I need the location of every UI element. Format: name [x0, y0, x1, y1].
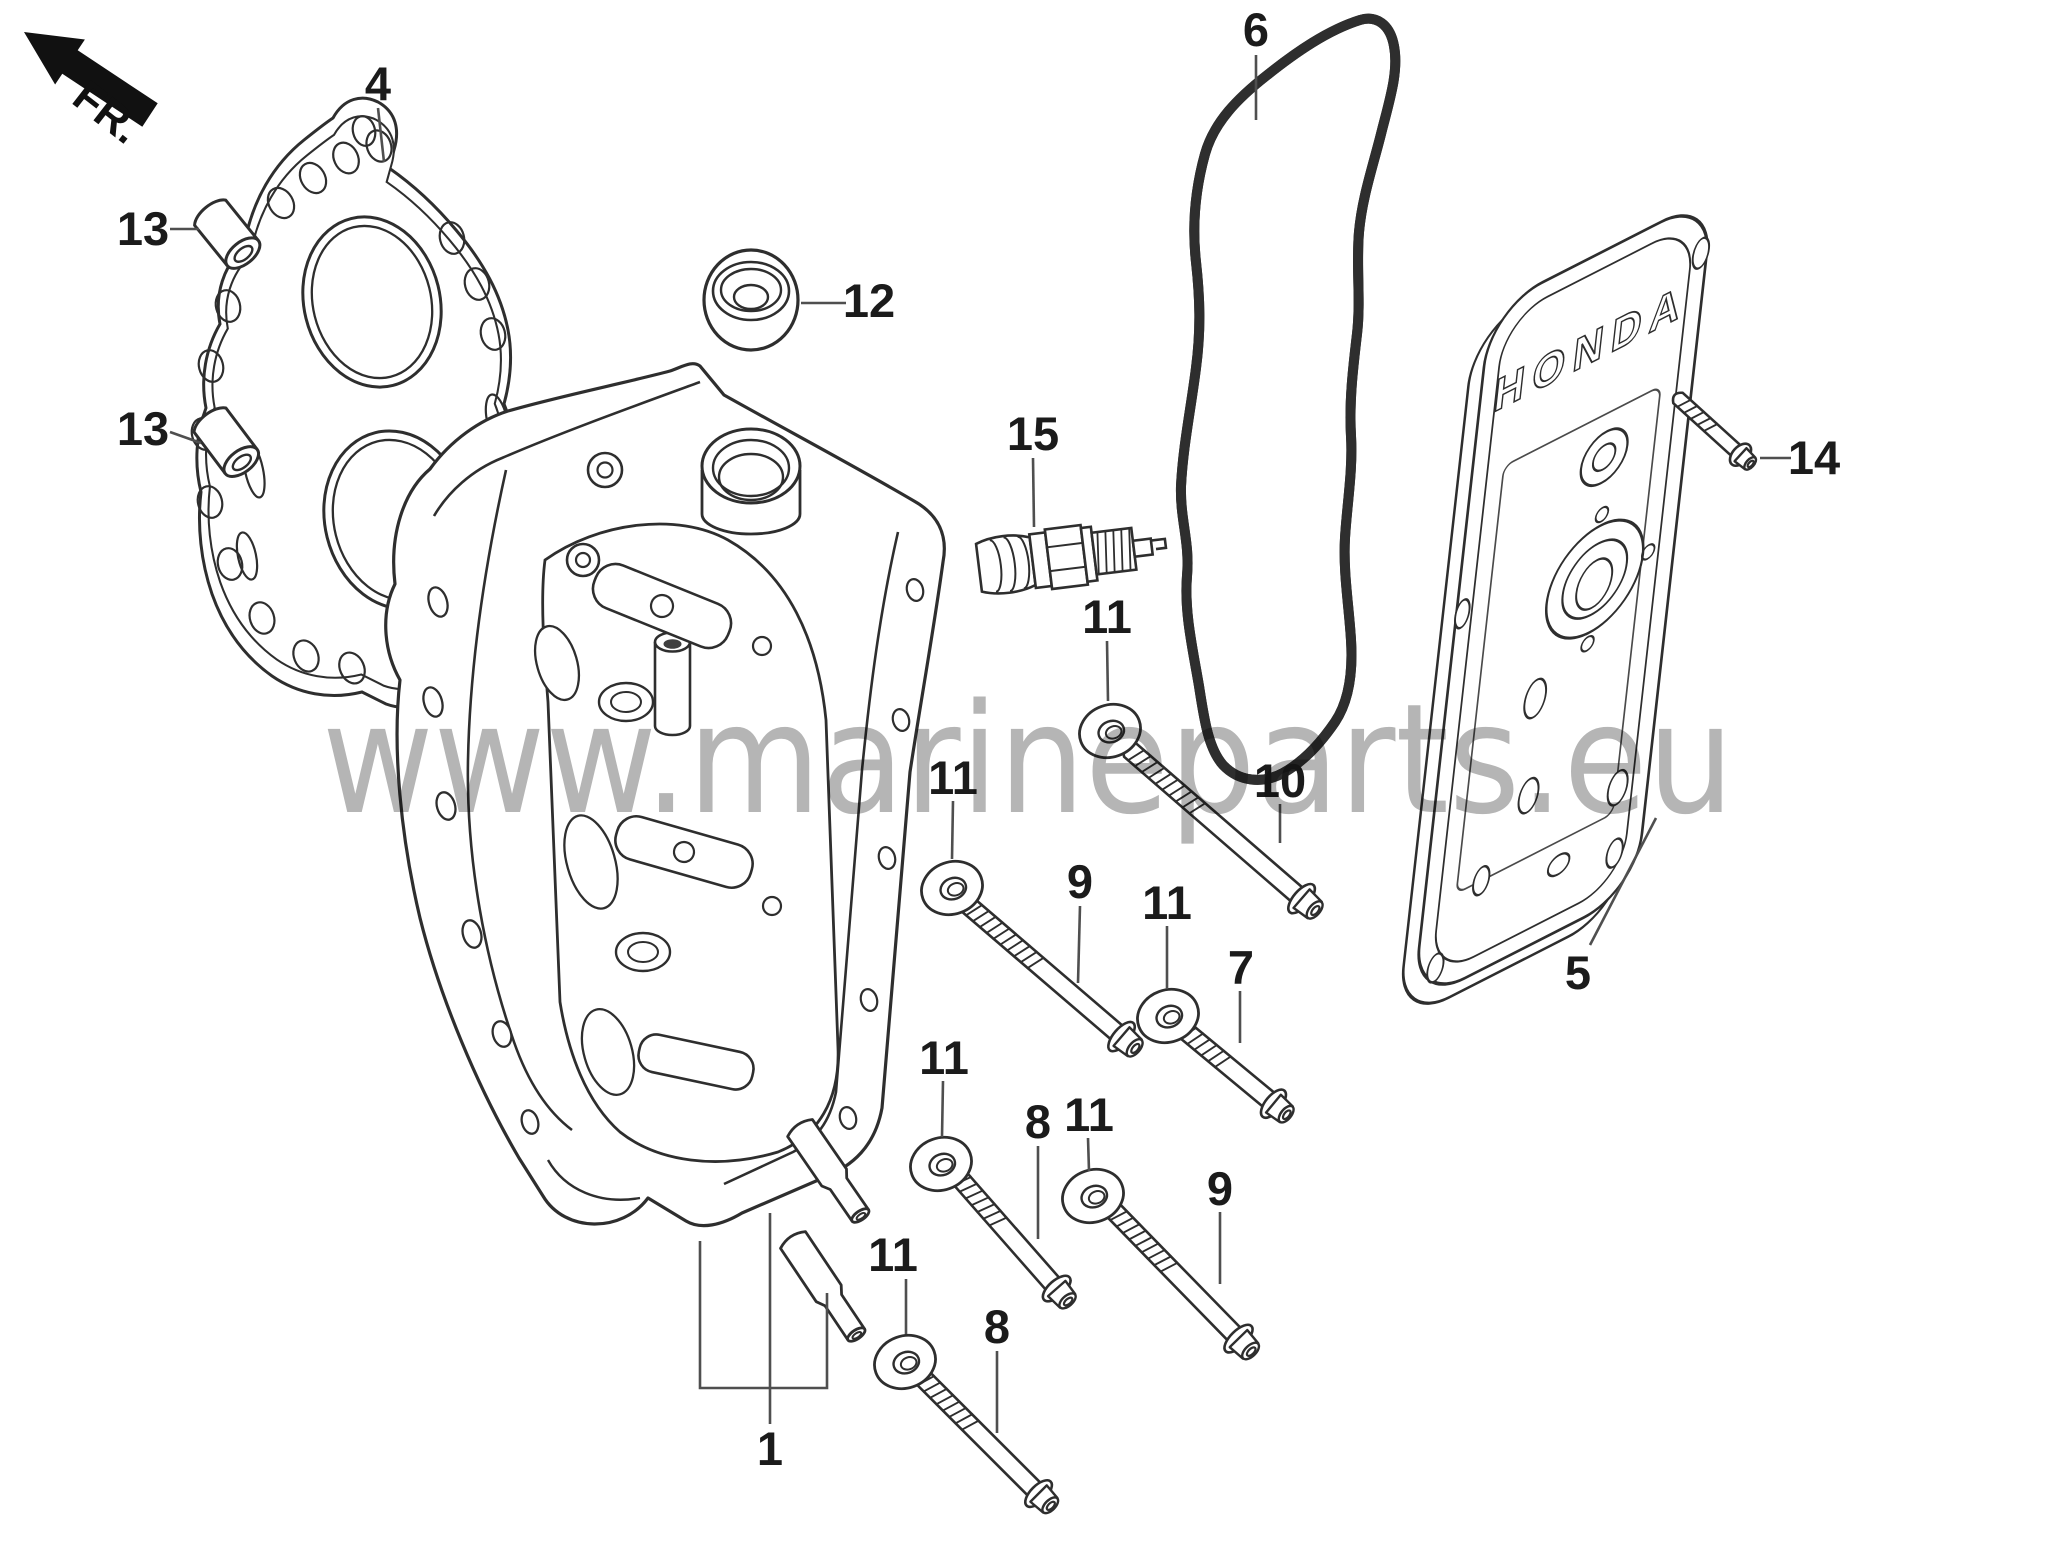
part-6-cover-gasket: [1181, 19, 1395, 780]
callout-part-4: 4: [365, 57, 391, 163]
bolt-part-9: [1105, 1202, 1261, 1361]
fr-arrow-icon: [24, 32, 158, 127]
callout-part-11: 11: [928, 751, 978, 860]
svg-text:14: 14: [1788, 431, 1840, 484]
svg-text:1: 1: [757, 1422, 783, 1475]
callout-part-8: 8: [1025, 1095, 1051, 1239]
callout-part-11: 11: [1064, 1088, 1114, 1172]
callout-part-9: 9: [1207, 1162, 1233, 1284]
callout-part-8: 8: [984, 1300, 1010, 1433]
fr-direction-indicator: FR.: [24, 32, 158, 154]
head-deck-inner-edge: [466, 469, 573, 1132]
svg-text:7: 7: [1228, 941, 1254, 994]
dowel-stud-2: [779, 1230, 867, 1343]
svg-text:11: 11: [1064, 1088, 1114, 1141]
washer-part-11-6: [873, 1333, 937, 1391]
callout-part-11: 11: [1142, 876, 1192, 989]
svg-text:8: 8: [1025, 1095, 1051, 1148]
svg-text:15: 15: [1007, 407, 1059, 460]
gasket-bore-1: [301, 215, 443, 389]
washer-part-11-3: [1136, 987, 1200, 1045]
callout-part-12: 12: [801, 274, 895, 327]
callout-part-13: 13: [117, 402, 202, 455]
svg-text:11: 11: [1082, 590, 1132, 643]
watermark-text: www.marineparts.eu: [322, 671, 1734, 848]
head-rocker-assembly: [591, 562, 783, 1091]
part-5-head-cover: HONDA: [1401, 214, 1711, 1005]
bolt-part-14: [1671, 391, 1758, 471]
callout-part-9: 9: [1067, 855, 1093, 984]
cover-center-boss: [1544, 505, 1656, 653]
bolt-part-8: [912, 1367, 1060, 1515]
callout-part-7: 7: [1228, 941, 1254, 1043]
cover-gasket-inner-white: [1181, 19, 1395, 780]
callout-part-1: 1: [757, 1213, 783, 1475]
washer-part-11-5: [1061, 1167, 1125, 1225]
head-flange-holes: [838, 578, 925, 1130]
part-13-cap-a: [193, 198, 262, 270]
svg-text:4: 4: [365, 57, 391, 110]
svg-text:9: 9: [1067, 855, 1093, 908]
cover-small-holes: [1426, 236, 1711, 984]
svg-text:9: 9: [1207, 1162, 1233, 1215]
fr-label: FR.: [64, 71, 150, 153]
fasteners: [873, 391, 1758, 1515]
washer-part-11-1: [1078, 702, 1142, 760]
gasket-bolt-holes: [190, 129, 510, 685]
head-filler-neck: [700, 427, 802, 536]
svg-text:13: 13: [117, 202, 169, 255]
part-1-dowel-studs: [779, 1118, 871, 1343]
svg-text:11: 11: [1142, 876, 1192, 929]
svg-text:5: 5: [1565, 946, 1591, 999]
head-foot-line: [546, 1159, 641, 1201]
bolt-part-8: [948, 1167, 1077, 1310]
part-1-cylinder-head: [384, 362, 946, 1228]
part-13-cap-b: [192, 406, 261, 478]
svg-text:12: 12: [843, 274, 895, 327]
svg-text:11: 11: [868, 1228, 918, 1281]
washer-part-11-2: [920, 859, 984, 917]
head-silhouette: [384, 362, 946, 1228]
callout-part-11: 11: [919, 1031, 969, 1138]
gasket-bore-1-inner: [310, 224, 434, 380]
head-bolt-boss-b: [565, 542, 601, 578]
dowel-stud-1: [786, 1118, 871, 1224]
cover-inner-line: [1434, 237, 1692, 963]
callout-part-13: 13: [117, 202, 199, 255]
part-12-seal: [702, 248, 800, 352]
cover-center-panel: [1456, 388, 1661, 891]
head-dowel-boss: [653, 631, 692, 737]
callout-1-bracket: [698, 1241, 829, 1390]
svg-text:11: 11: [919, 1031, 969, 1084]
svg-text:11: 11: [928, 751, 978, 804]
cover-ring-boss: [1579, 427, 1629, 487]
callout-part-14: 14: [1760, 431, 1840, 484]
svg-text:13: 13: [117, 402, 169, 455]
callout-part-6: 6: [1243, 3, 1269, 120]
svg-text:8: 8: [984, 1300, 1010, 1353]
part-15-spark-plug: [974, 523, 1168, 595]
washer-part-11-4: [909, 1135, 973, 1193]
callout-part-15: 15: [1007, 407, 1059, 528]
bracket-line: [698, 1241, 829, 1390]
head-top-face-edge: [432, 380, 701, 517]
callout-part-11: 11: [1082, 590, 1132, 702]
head-bolt-boss-a: [586, 451, 624, 489]
head-valve-cavity: [541, 522, 840, 1163]
svg-text:6: 6: [1243, 3, 1269, 56]
callout-part-10: 10: [1254, 754, 1306, 843]
bolt-part-9: [960, 896, 1144, 1058]
callout-part-5: 5: [1565, 817, 1658, 999]
callout-part-11: 11: [868, 1228, 918, 1334]
head-deck-ports: [422, 586, 636, 1135]
svg-text:10: 10: [1254, 754, 1306, 807]
